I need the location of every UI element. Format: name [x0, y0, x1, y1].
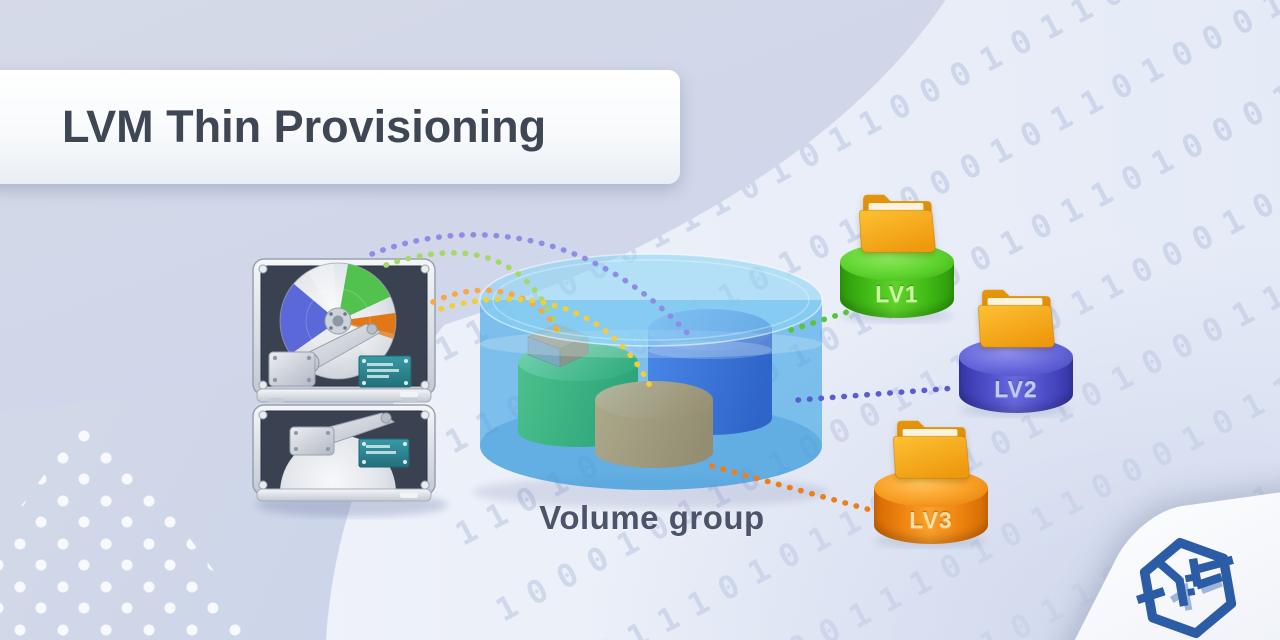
lv-label: LV3: [909, 507, 953, 533]
lv-cylinder-rim: [874, 488, 988, 507]
vg-rim-highlight: [492, 259, 810, 341]
lv-cylinder: LV2: [959, 338, 1073, 413]
lv-label: LV1: [875, 281, 919, 307]
volume-group-label: Volume group: [539, 499, 765, 536]
platter-wedge-green: [338, 263, 391, 321]
arc-disk-to-vg-orange: [430, 287, 560, 333]
logo-glyph-dark: [1136, 555, 1234, 607]
lv-cylinder: LV3: [874, 469, 988, 544]
folder-icon: [858, 194, 936, 253]
vg-glass-front: [480, 300, 822, 490]
vg-shadow: [473, 476, 829, 508]
logo-colon-dot: [1187, 587, 1196, 597]
logical-volume-lv1: LV1: [840, 190, 954, 318]
amber-pool-body: [595, 400, 713, 468]
logical-volume-lv3: LV3: [874, 416, 988, 544]
hexagon-logo-icon: [1136, 537, 1237, 639]
hard-disk-stack-icon: [252, 258, 436, 502]
arc-disk-to-vg-green: [383, 250, 564, 341]
logo-colon-dot: [1184, 574, 1193, 583]
line-vg-to-lv2: [795, 385, 959, 403]
folder-paper: [902, 429, 958, 438]
hard-disk-top: [252, 258, 436, 403]
amber-pool-top: [595, 381, 713, 419]
lv-cylinder-rim: [959, 357, 1073, 376]
folder-icon: [977, 289, 1055, 348]
page-title: LVM Thin Provisioning: [62, 101, 547, 152]
folder-paper: [868, 203, 924, 212]
volume-group-cylinder: [479, 253, 823, 490]
lv-label: LV2: [994, 376, 1038, 402]
folder-icon: [892, 420, 970, 479]
platter-wedge-blue: [280, 283, 338, 355]
lv-cylinder-rim: [840, 262, 954, 281]
arc-disk-to-vg-yellow: [438, 296, 655, 393]
folder-paper: [987, 298, 1043, 307]
hard-disk-bottom: [252, 404, 436, 502]
arc-disk-to-vg-purple: [369, 232, 693, 339]
logical-volume-lv2: LV2: [959, 285, 1073, 413]
title-card: LVM Thin Provisioning: [0, 70, 680, 184]
